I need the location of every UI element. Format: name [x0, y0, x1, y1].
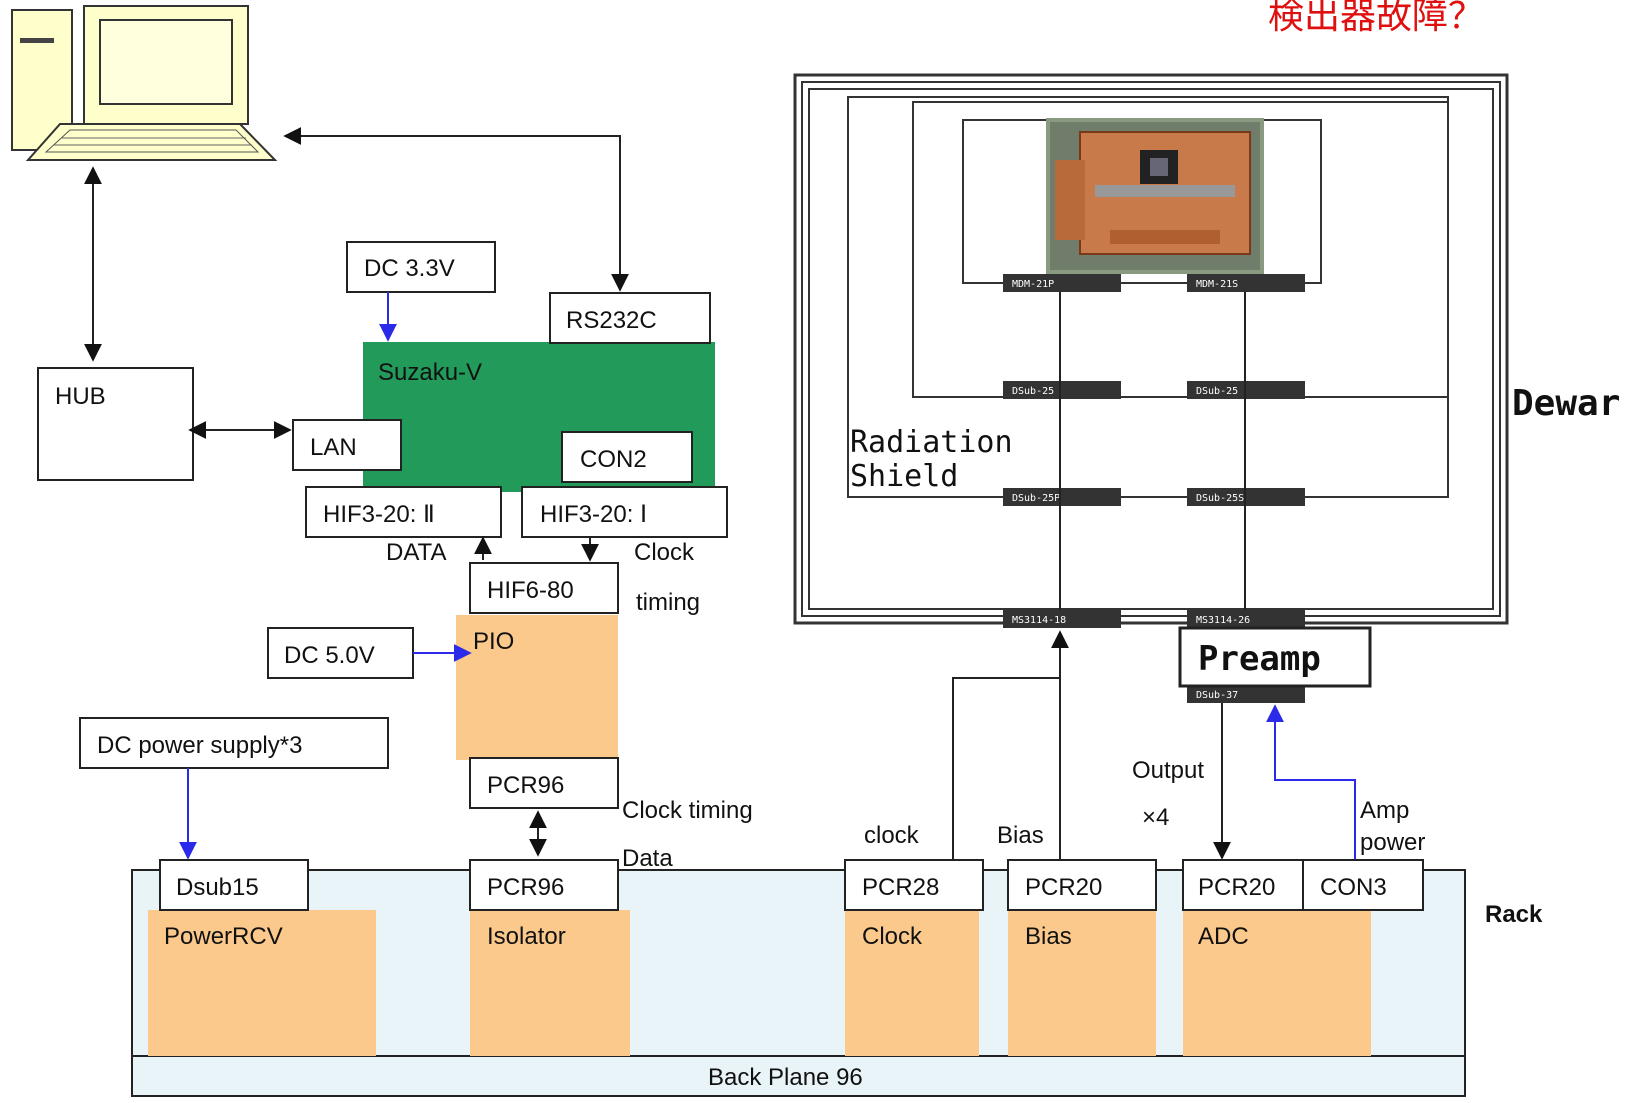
radiation-shield-line1: Radiation [850, 425, 1013, 460]
rack-connector-pcr20-bias-label: PCR20 [1025, 874, 1102, 901]
clock-signal-label: Clock [634, 539, 695, 566]
output-label: Output [1132, 757, 1204, 784]
hif6-80-label: HIF6-80 [487, 577, 574, 604]
timing-signal-label: timing [636, 589, 700, 616]
amp-power-line [1275, 706, 1355, 875]
bias-signal-label: Bias [997, 822, 1044, 849]
dc50-label: DC 5.0V [284, 642, 375, 669]
data-bus-label: Data [622, 845, 673, 872]
rack-connector-dsub15-label: Dsub15 [176, 874, 259, 901]
clock-signal-lower: clock [864, 822, 920, 849]
power-label: power [1360, 829, 1425, 856]
isolator-label: Isolator [487, 923, 566, 950]
times4-label: ×4 [1142, 804, 1169, 831]
rs232c-label: RS232C [566, 307, 657, 334]
dewar-label: Dewar [1512, 383, 1620, 424]
clock-timing-label: Clock timing [622, 797, 753, 824]
rack-connector-pcr20-adc-label: PCR20 [1198, 874, 1275, 901]
svg-text:MS3114-26: MS3114-26 [1196, 615, 1250, 626]
svg-text:DSub-25P: DSub-25P [1012, 493, 1060, 504]
pio-label: PIO [473, 628, 514, 655]
amp-label: Amp [1360, 797, 1409, 824]
detector-photo-icon [1046, 118, 1264, 274]
svg-text:MS3114-18: MS3114-18 [1012, 615, 1066, 626]
hub-label: HUB [55, 383, 106, 410]
clock-module-label: Clock [862, 923, 923, 950]
rack-connector-pcr96-label: PCR96 [487, 874, 564, 901]
rack-connector-pcr28-label: PCR28 [862, 874, 939, 901]
svg-text:MDM-21P: MDM-21P [1012, 279, 1054, 290]
computer-icon [12, 6, 275, 160]
radiation-shield-line2: Shield [850, 459, 958, 494]
svg-text:MDM-21S: MDM-21S [1196, 279, 1238, 290]
lan-label: LAN [310, 434, 357, 461]
svg-text:DSub-37: DSub-37 [1196, 690, 1238, 701]
suzaku-label: Suzaku-V [378, 359, 482, 386]
dc-power-supply-label: DC power supply*3 [97, 732, 302, 759]
back-plane-label: Back Plane 96 [708, 1064, 863, 1091]
fault-title: 検出器故障？ [1268, 0, 1484, 37]
rack-label: Rack [1485, 901, 1543, 928]
dc33-label: DC 3.3V [364, 255, 455, 282]
data-signal-label: DATA [386, 539, 446, 566]
powerrcv-label: PowerRCV [164, 923, 283, 950]
bias-module-label: Bias [1025, 923, 1072, 950]
rack-connector-con3-label: CON3 [1320, 874, 1387, 901]
hif3-i-label: HIF3-20: Ⅰ [540, 501, 647, 528]
hif3-ii-label: HIF3-20: Ⅱ [323, 501, 435, 528]
svg-text:DSub-25: DSub-25 [1012, 386, 1054, 397]
preamp-label: Preamp [1198, 639, 1321, 679]
adc-module-label: ADC [1198, 923, 1249, 950]
svg-text:DSub-25: DSub-25 [1196, 386, 1238, 397]
svg-text:DSub-25S: DSub-25S [1196, 493, 1244, 504]
pcr96-top-label: PCR96 [487, 772, 564, 799]
con2-label: CON2 [580, 446, 647, 473]
